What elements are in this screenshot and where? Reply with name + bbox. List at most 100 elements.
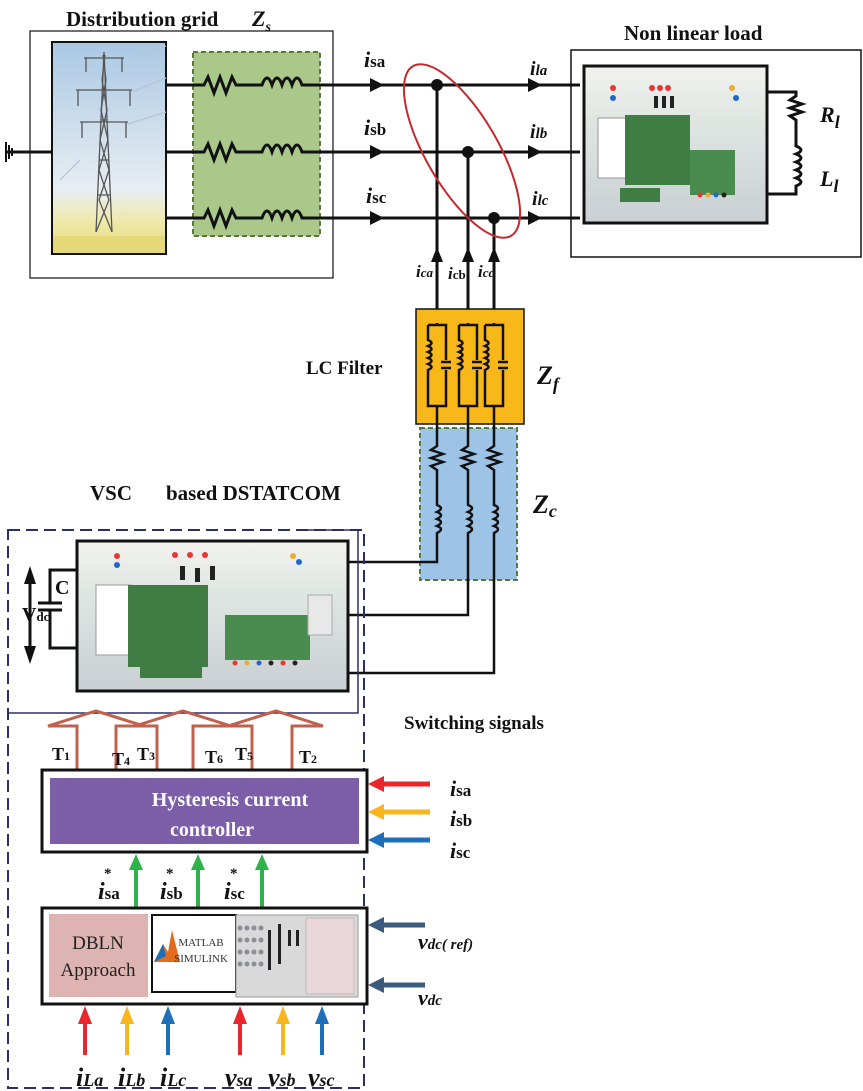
- dc-capacitor: [38, 568, 77, 650]
- switching-signals-label: Switching signals: [404, 713, 544, 734]
- rl-label: Rl: [819, 102, 840, 132]
- isc-label: isc: [366, 183, 387, 208]
- zc-label: Zc: [532, 490, 557, 521]
- ilb-label: ilb: [530, 121, 548, 143]
- hcc-feedback-inputs: isa isb isc: [368, 776, 472, 863]
- isa-ref-label: isa: [98, 879, 120, 905]
- t3-label: T3: [137, 744, 155, 764]
- input-label-ilb: iLb: [118, 1063, 145, 1091]
- control-block: DBLN Approach MATLAB SIMULINK: [40, 906, 369, 1006]
- zs-impedance-box: [192, 51, 321, 237]
- source-current-labels: isa isb isc: [364, 47, 387, 208]
- hcc-label-line2: controller: [170, 819, 254, 841]
- zf-label: Zf: [536, 361, 561, 394]
- switch-arrow-t5-t2: [227, 709, 324, 770]
- current-direction-arrows: [370, 78, 542, 225]
- ica-label: ica: [416, 262, 434, 281]
- dbln-label-line1: DBLN: [72, 933, 124, 954]
- input-label-vsa: vsa: [225, 1063, 253, 1091]
- ll-label: Ll: [819, 166, 838, 196]
- isa-ref-arrow: [129, 854, 143, 908]
- input-label-ilc: iLc: [160, 1063, 186, 1091]
- input-arrow-ila: [78, 1006, 92, 1055]
- grid-title: Distribution grid: [66, 7, 219, 31]
- transmission-tower-image: [51, 41, 167, 255]
- lc-filter: LC Filter Zf: [306, 308, 561, 425]
- isc-ref-label: isc: [224, 879, 245, 905]
- dbln-label-line2: Approach: [61, 960, 136, 981]
- vdc-label: Vdc: [22, 604, 50, 626]
- coupling-impedance: Zc: [348, 424, 557, 675]
- input-arrow-vsa: [233, 1006, 247, 1055]
- vdc-measured-label: vdc: [418, 985, 442, 1010]
- isb-input-label: isb: [450, 806, 472, 831]
- matlab-logo-icon: [154, 930, 180, 962]
- reference-current-arrows: isa * isb * isc *: [98, 854, 269, 908]
- simulink-label: SIMULINK: [174, 953, 228, 965]
- nonlinear-load: Non linear load Rl Ll: [570, 21, 862, 258]
- cap-label: C: [55, 577, 69, 599]
- vdc-arrow: [368, 977, 425, 993]
- dc-voltage-inputs: vdc( ref) vdc: [368, 917, 473, 1010]
- isb-ref-label: isb: [160, 879, 183, 905]
- input-label-vsb: vsb: [268, 1063, 296, 1091]
- vdc-arrow-icon: [24, 566, 36, 664]
- isc-feedback-arrow: [368, 832, 430, 848]
- input-arrow-vsb: [276, 1006, 290, 1055]
- vsc-hardware-image: [75, 539, 350, 693]
- isb-ref-arrow: [191, 854, 205, 908]
- t2-label: T2: [299, 747, 317, 767]
- isc-input-label: isc: [450, 838, 471, 863]
- load-hardware-image: [582, 64, 769, 225]
- icc-label: icc: [478, 262, 495, 281]
- input-arrow-ilb: [120, 1006, 134, 1055]
- isb-feedback-arrow: [368, 804, 430, 820]
- dstatcom: VSC based DSTATCOM C Vdc: [7, 481, 365, 1089]
- compensating-current-labels: ica icb icc: [416, 262, 495, 283]
- switch-arrow-t3-t6: [134, 709, 232, 770]
- hysteresis-controller: Hysteresis current controller: [40, 768, 369, 854]
- isb-ref-star: *: [166, 866, 174, 882]
- ground-icon: [5, 142, 52, 162]
- t4-label: T4: [112, 749, 130, 769]
- load-title: Non linear load: [624, 21, 763, 45]
- input-arrow-vsc: [315, 1006, 329, 1055]
- icb-label: icb: [448, 264, 466, 283]
- matlab-label: MATLAB: [178, 937, 223, 949]
- pcc-junctions: [402, 63, 522, 323]
- isa-input-label: isa: [450, 776, 472, 801]
- isc-ref-star: *: [230, 866, 238, 882]
- zs-label: Zs: [251, 6, 271, 35]
- grid-border: [29, 30, 334, 279]
- load-border: [570, 49, 862, 258]
- dspace-hardware-image: [235, 914, 359, 998]
- ilc-label: ilc: [532, 188, 549, 210]
- isa-label: isa: [364, 47, 386, 72]
- vdc-ref-arrow: [368, 917, 425, 933]
- isc-ref-arrow: [255, 854, 269, 908]
- input-arrow-ilc: [161, 1006, 175, 1055]
- input-label-ila: iLa: [76, 1063, 103, 1091]
- t6-label: T6: [205, 747, 223, 767]
- t1-label: T1: [52, 744, 70, 764]
- distribution-grid: Distribution grid Zs: [5, 6, 334, 279]
- lc-filter-label: LC Filter: [306, 358, 383, 379]
- t5-label: T5: [235, 744, 253, 764]
- input-label-vsc: vsc: [308, 1063, 335, 1091]
- load-rl-branch: [767, 90, 807, 196]
- isa-ref-star: *: [104, 866, 112, 882]
- ila-label: ila: [530, 58, 548, 80]
- load-current-labels: ila ilb ilc: [530, 58, 549, 210]
- matlab-block: [151, 914, 237, 993]
- source-phase-lines: [166, 72, 580, 231]
- hcc-label-line1: Hysteresis current: [152, 789, 309, 811]
- isa-feedback-arrow: [368, 776, 430, 792]
- dbln-block: [49, 914, 148, 997]
- vsc-inner-border: [8, 529, 359, 714]
- isb-label: isb: [364, 115, 386, 140]
- switch-arrow-t1-t4: [47, 709, 145, 770]
- pcc-ellipse: [402, 63, 522, 239]
- dstatcom-title-vsc: VSC: [90, 481, 132, 505]
